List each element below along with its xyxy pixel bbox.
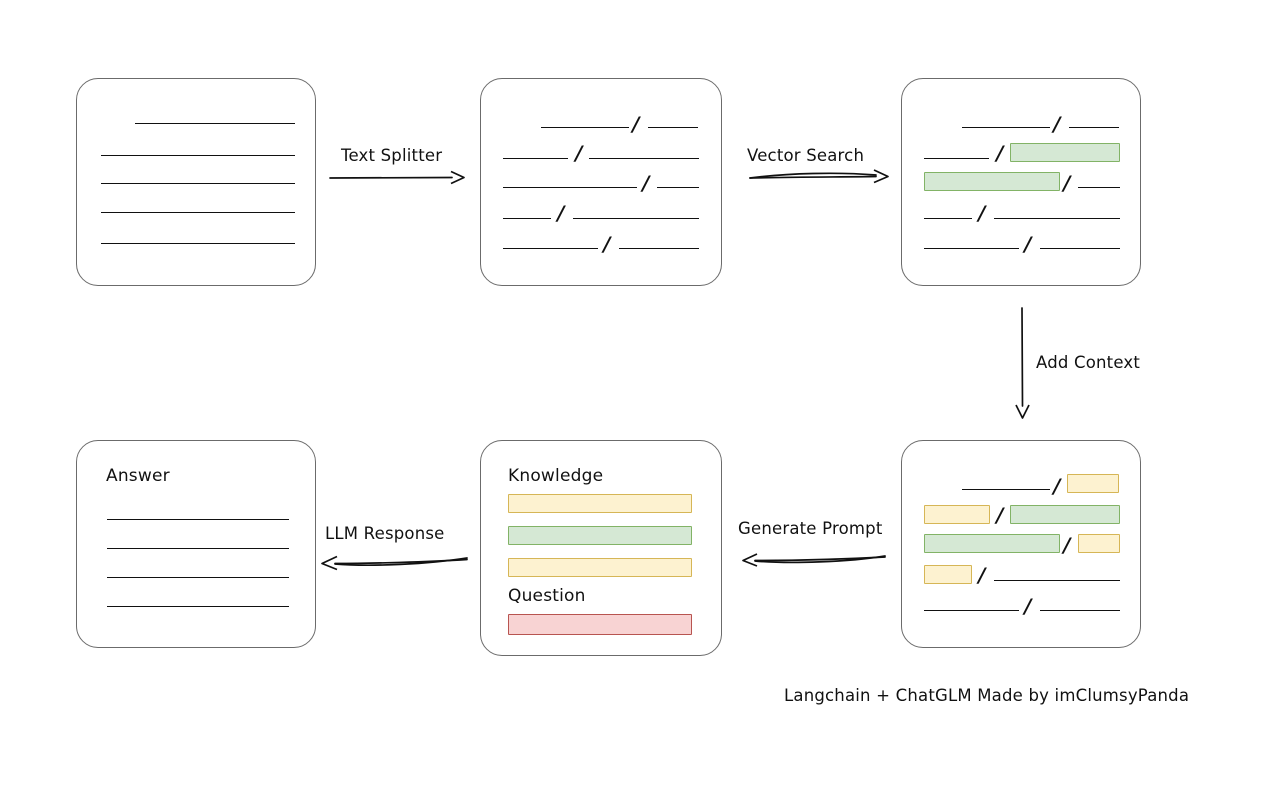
- edge-label-add-context: Add Context: [1036, 353, 1141, 372]
- doc-line-segment: [573, 218, 699, 219]
- doc-line-segment: [994, 218, 1120, 219]
- doc-line: [107, 606, 289, 607]
- highlight-chip-yellow: [924, 505, 990, 524]
- doc-line-segment: [503, 248, 598, 249]
- slash-separator: /: [632, 112, 640, 136]
- highlight-chip-yellow: [1067, 474, 1119, 493]
- doc-line-segment: [1040, 610, 1120, 611]
- doc-line-segment: [924, 158, 989, 159]
- doc-line-segment: [1069, 127, 1119, 128]
- slash-separator: /: [996, 141, 1004, 165]
- highlight-chip-green: [924, 172, 1060, 191]
- slash-separator: /: [1053, 474, 1061, 498]
- doc-line: [135, 123, 295, 124]
- doc-line-segment: [924, 218, 972, 219]
- doc-line: [101, 183, 295, 184]
- doc-line-segment: [503, 158, 568, 159]
- doc-line: [107, 519, 289, 520]
- edge-label-llm-response: LLM Response: [325, 524, 445, 543]
- doc-line-segment: [994, 580, 1120, 581]
- highlight-chip-green: [1010, 505, 1120, 524]
- doc-line-segment: [924, 610, 1019, 611]
- node-answer[interactable]: Answer: [76, 440, 316, 648]
- slash-separator: /: [1063, 533, 1071, 557]
- doc-line-segment: [503, 187, 637, 188]
- doc-line: [101, 243, 295, 244]
- answer-heading: Answer: [106, 466, 170, 486]
- prompt-chip-knowledge-2: [508, 526, 692, 545]
- highlight-chip-yellow: [924, 565, 972, 584]
- doc-line: [101, 212, 295, 213]
- slash-separator: /: [1063, 171, 1071, 195]
- node-matched-document[interactable]: / / / / /: [901, 78, 1141, 286]
- edge-label-vector-search: Vector Search: [747, 146, 865, 165]
- doc-line: [107, 577, 289, 578]
- node-source-document[interactable]: [76, 78, 316, 286]
- slash-separator: /: [978, 563, 986, 587]
- highlight-chip-yellow: [1078, 534, 1120, 553]
- node-split-document[interactable]: / / / / /: [480, 78, 722, 286]
- doc-line: [101, 155, 295, 156]
- prompt-chip-knowledge-1: [508, 494, 692, 513]
- prompt-chip-knowledge-3: [508, 558, 692, 577]
- arrow-add-context: [1015, 307, 1030, 419]
- highlight-chip-green: [924, 534, 1060, 553]
- arrow-generate-prompt: [742, 553, 886, 567]
- edge-label-text-splitter: Text Splitter: [341, 146, 443, 165]
- slash-separator: /: [557, 201, 565, 225]
- arrow-llm-response: [321, 555, 468, 571]
- slash-separator: /: [1024, 232, 1032, 256]
- prompt-knowledge-heading: Knowledge: [508, 466, 604, 486]
- slash-separator: /: [996, 503, 1004, 527]
- doc-line-segment: [619, 248, 699, 249]
- doc-line-segment: [541, 127, 629, 128]
- doc-line-segment: [962, 489, 1050, 490]
- arrow-text-splitter: [329, 170, 465, 185]
- arrow-vector-search: [749, 169, 889, 184]
- slash-separator: /: [603, 232, 611, 256]
- slash-separator: /: [575, 141, 583, 165]
- doc-line-segment: [503, 218, 551, 219]
- prompt-question-heading: Question: [508, 586, 586, 606]
- slash-separator: /: [642, 171, 650, 195]
- doc-line: [107, 548, 289, 549]
- prompt-chip-question: [508, 614, 692, 635]
- node-context-document[interactable]: / / / / /: [901, 440, 1141, 648]
- doc-line-segment: [924, 248, 1019, 249]
- slash-separator: /: [978, 201, 986, 225]
- credit-text: Langchain + ChatGLM Made by imClumsyPand…: [784, 686, 1190, 705]
- slash-separator: /: [1053, 112, 1061, 136]
- doc-line-segment: [1040, 248, 1120, 249]
- doc-line-segment: [962, 127, 1050, 128]
- node-prompt[interactable]: Knowledge Question: [480, 440, 722, 656]
- doc-line-segment: [648, 127, 698, 128]
- slash-separator: /: [1024, 594, 1032, 618]
- edge-label-generate-prompt: Generate Prompt: [738, 519, 883, 538]
- doc-line-segment: [657, 187, 699, 188]
- doc-line-segment: [1078, 187, 1120, 188]
- highlight-chip-green: [1010, 143, 1120, 162]
- doc-line-segment: [589, 158, 699, 159]
